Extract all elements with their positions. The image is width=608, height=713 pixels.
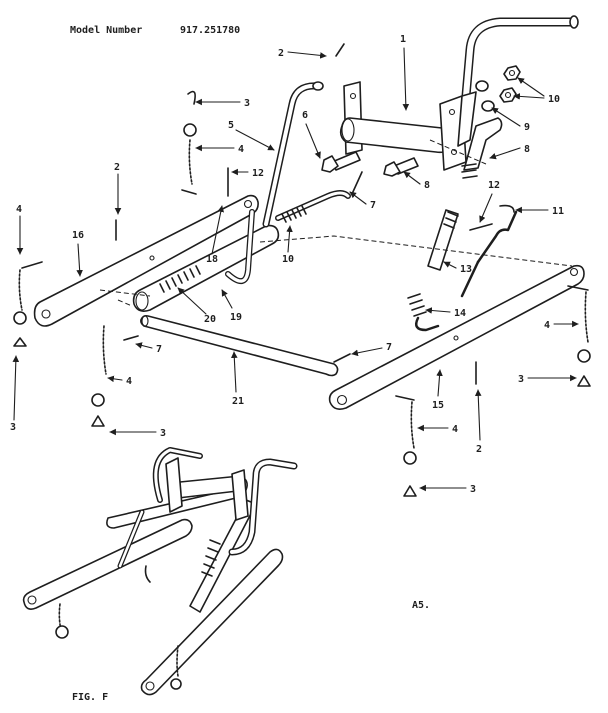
figure-label: FIG. F xyxy=(72,692,108,703)
callout-6: 6 xyxy=(302,110,308,121)
model-number-value: 917.251780 xyxy=(180,25,240,36)
callout-2-top: 2 xyxy=(278,48,284,59)
callout-labels: 1 2 3 4 5 6 7 8 8 9 10 10 11 12 12 13 xyxy=(10,34,579,495)
callout-8-lower: 8 xyxy=(424,180,430,191)
main-lift-lever xyxy=(225,81,324,284)
adjuster-spring xyxy=(407,204,518,332)
callout-5: 5 xyxy=(228,120,234,131)
section-code: A5. xyxy=(412,600,430,611)
callout-13: 13 xyxy=(460,264,472,275)
callout-20: 20 xyxy=(204,314,216,325)
callout-3-left: 3 xyxy=(10,422,16,433)
callout-19: 19 xyxy=(230,312,242,323)
upper-pivot-assembly xyxy=(339,81,467,171)
handle-lever xyxy=(457,15,579,147)
callout-2-left: 2 xyxy=(114,162,120,173)
pins xyxy=(115,43,493,385)
callout-2-right: 2 xyxy=(476,444,482,455)
callout-4-right: 4 xyxy=(544,320,550,331)
callout-11: 11 xyxy=(552,206,564,217)
callout-16: 16 xyxy=(72,230,84,241)
callout-3-lower-right: 3 xyxy=(470,484,476,495)
right-lift-link xyxy=(328,264,585,410)
bell-crank xyxy=(461,117,503,179)
callout-12-right: 12 xyxy=(488,180,500,191)
nuts-washers xyxy=(475,65,521,112)
callout-7-left: 7 xyxy=(156,344,162,355)
callout-4-lower-left: 4 xyxy=(126,376,132,387)
callout-3-right: 3 xyxy=(518,374,524,385)
assembled-view xyxy=(22,447,298,696)
callout-10-top: 10 xyxy=(548,94,560,105)
callout-21: 21 xyxy=(232,396,244,407)
callout-18: 18 xyxy=(206,254,218,265)
callout-7-top: 7 xyxy=(370,200,376,211)
callout-7-right: 7 xyxy=(386,342,392,353)
bolts xyxy=(321,151,419,177)
callout-3-lower-left: 3 xyxy=(160,428,166,439)
callout-4-left: 4 xyxy=(16,204,22,215)
callout-10-mid: 10 xyxy=(282,254,294,265)
callout-15: 15 xyxy=(432,400,444,411)
connecting-rod-spring xyxy=(275,190,351,223)
callout-12-left: 12 xyxy=(252,168,264,179)
callout-4-lower-right: 4 xyxy=(452,424,458,435)
callout-9: 9 xyxy=(524,122,530,133)
callout-14: 14 xyxy=(454,308,466,319)
chains-and-hairpins xyxy=(13,90,591,497)
callout-3-upper: 3 xyxy=(244,98,250,109)
callout-1: 1 xyxy=(400,34,406,45)
alignment-lines xyxy=(99,139,573,307)
model-number-label: Model Number xyxy=(70,25,142,36)
pivot-tube xyxy=(132,224,280,312)
callout-8-upper: 8 xyxy=(524,144,530,155)
callout-4-upper: 4 xyxy=(238,144,244,155)
cross-rod xyxy=(140,314,339,377)
